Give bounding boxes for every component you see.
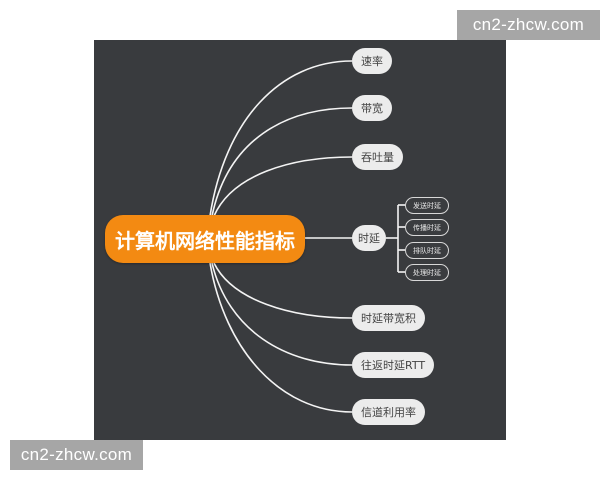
- branch-node-rate[interactable]: 速率: [352, 48, 392, 74]
- sub-node-propagation-delay[interactable]: 传播时延: [405, 219, 449, 236]
- branch-node-channel-utilization[interactable]: 信道利用率: [352, 399, 425, 425]
- branch-node-delay[interactable]: 时延: [352, 225, 386, 251]
- sub-node-queuing-delay[interactable]: 排队时延: [405, 242, 449, 259]
- branch-node-rtt[interactable]: 往返时延RTT: [352, 352, 435, 378]
- sub-node-transmission-delay[interactable]: 发送时延: [405, 197, 449, 214]
- watermark-top-right: cn2-zhcw.com: [457, 10, 600, 40]
- branch-node-delay-bandwidth-product[interactable]: 时延带宽积: [352, 305, 425, 331]
- watermark-bottom-left: cn2-zhcw.com: [10, 440, 143, 470]
- root-node[interactable]: 计算机网络性能指标: [105, 215, 305, 263]
- branch-node-bandwidth[interactable]: 带宽: [352, 95, 392, 121]
- branch-node-throughput[interactable]: 吞吐量: [352, 144, 403, 170]
- sub-node-processing-delay[interactable]: 处理时延: [405, 264, 449, 281]
